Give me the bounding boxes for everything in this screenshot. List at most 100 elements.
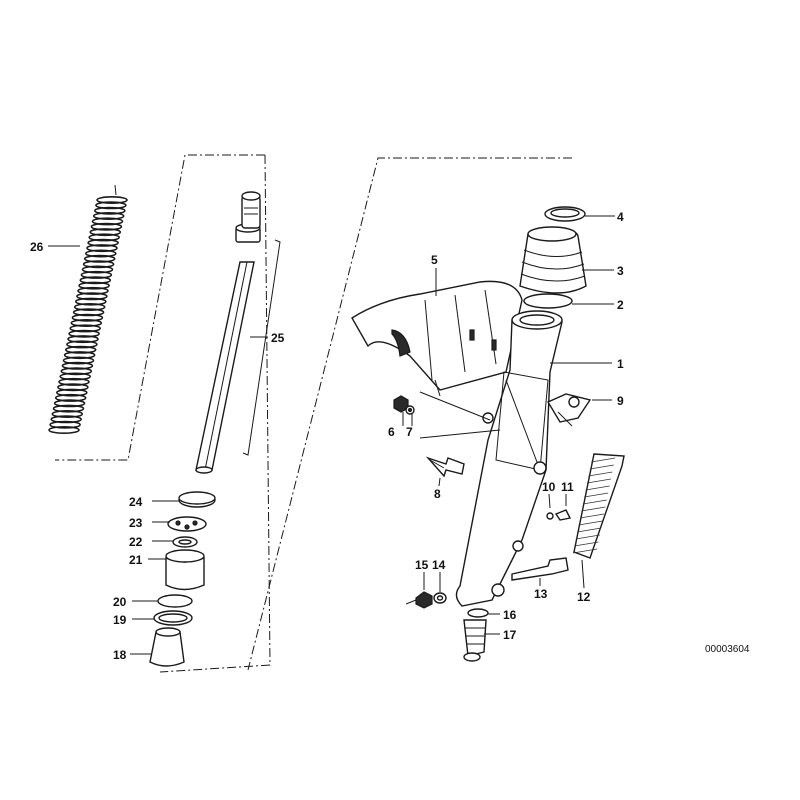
spring-coil <box>90 222 123 231</box>
spring-coil <box>94 206 126 215</box>
spring-coil <box>59 372 91 381</box>
callout-13: 13 <box>534 587 548 601</box>
spring-coil <box>48 425 80 434</box>
spring-coil <box>58 377 90 386</box>
spring-coil <box>51 409 84 418</box>
spring-coil <box>72 308 105 317</box>
callout-5: 5 <box>431 253 438 267</box>
reflector-hatch-line <box>591 457 616 463</box>
callout-18: 18 <box>113 648 127 662</box>
spring-coil <box>61 361 94 370</box>
callout-6: 6 <box>388 425 395 439</box>
spring-coil <box>79 276 112 285</box>
damper-stack-parts <box>149 491 216 667</box>
spring-coil <box>82 260 115 269</box>
spring-coil <box>92 212 125 221</box>
callout-9: 9 <box>617 394 624 408</box>
callout-7: 7 <box>406 425 413 439</box>
spring-coil <box>88 233 120 242</box>
spring-coil <box>71 313 104 322</box>
callout-23: 23 <box>129 516 143 530</box>
spring-coil <box>52 404 85 413</box>
fork-tube-part <box>195 191 281 474</box>
callout-15: 15 <box>415 558 429 572</box>
callout-1: 1 <box>617 357 624 371</box>
reference-number: 00003604 <box>705 644 750 655</box>
group-bracket-left <box>55 154 265 461</box>
callout-labels: 1 2 3 4 5 6 7 8 9 10 11 12 13 14 15 16 1… <box>30 210 750 662</box>
spring-coil <box>60 367 93 376</box>
reflector-hatch-line <box>581 506 606 512</box>
spring-coil <box>49 420 81 429</box>
spring-coil <box>85 249 117 258</box>
spring-coil <box>83 254 116 263</box>
spring-coil <box>54 393 87 402</box>
bushing-21 <box>165 556 205 591</box>
reflector-part <box>572 453 625 559</box>
spring-coil <box>64 345 97 354</box>
spring-coil <box>75 297 107 306</box>
bracket-part <box>546 393 592 427</box>
spring-coil <box>77 286 109 295</box>
spring-coil <box>89 228 122 237</box>
callout-11: 11 <box>561 480 574 494</box>
callout-14: 14 <box>432 558 446 572</box>
spring-coil <box>91 217 124 226</box>
slider-tube-part <box>419 310 563 607</box>
reflector-hatch-line <box>579 513 605 519</box>
fork-cover-part <box>351 280 523 397</box>
fasteners <box>393 395 572 662</box>
callout-16: 16 <box>503 608 517 622</box>
callout-20: 20 <box>113 595 127 609</box>
spring-coil <box>68 329 100 338</box>
spring-coil <box>81 265 114 274</box>
reflector-hatch-line <box>574 541 599 547</box>
ring-2 <box>523 293 573 309</box>
leader-lines <box>48 215 615 655</box>
spring-coil <box>95 201 127 210</box>
reflector-hatch-line <box>582 499 607 505</box>
reflector-hatch-line <box>578 520 603 526</box>
spring-coil <box>53 399 86 408</box>
callout-21: 21 <box>129 553 143 567</box>
spring-coil <box>63 351 96 360</box>
callout-4: 4 <box>617 210 624 224</box>
reflector-hatch-line <box>586 478 612 484</box>
reflector-hatch-line <box>572 548 598 554</box>
spring-coil <box>78 281 110 290</box>
spring-coil <box>56 388 88 397</box>
spring-coil <box>50 415 82 424</box>
callout-3: 3 <box>617 264 624 278</box>
callout-26: 26 <box>30 240 44 254</box>
spring-coil <box>62 356 95 365</box>
fork-spring-part <box>48 184 128 434</box>
spring-coil <box>96 196 128 205</box>
spring-coil <box>69 324 101 333</box>
spring-coil <box>73 302 106 311</box>
callout-8: 8 <box>434 487 441 501</box>
spring-coil <box>66 340 98 349</box>
spring-coil <box>67 335 99 344</box>
spring-coil <box>70 318 103 327</box>
callout-12: 12 <box>577 590 591 604</box>
spring-coil <box>87 238 119 247</box>
callout-17: 17 <box>503 628 517 642</box>
callout-25: 25 <box>271 331 285 345</box>
reflector-hatch-line <box>588 471 613 477</box>
spring-coil <box>57 383 89 392</box>
spring-coil <box>76 292 108 301</box>
callout-19: 19 <box>113 613 127 627</box>
callout-2: 2 <box>617 298 624 312</box>
spring-coil <box>80 270 113 279</box>
dust-boot-parts <box>519 206 587 309</box>
reflector-hatch-line <box>584 492 609 498</box>
cup-18 <box>149 630 185 667</box>
reflector-hatch-line <box>575 534 600 540</box>
callout-22: 22 <box>129 535 143 549</box>
callout-24: 24 <box>129 495 143 509</box>
spring-coil <box>86 244 118 253</box>
ring-20 <box>157 594 193 608</box>
group-bracket-right <box>247 157 572 671</box>
reflector-hatch-line <box>589 464 614 470</box>
